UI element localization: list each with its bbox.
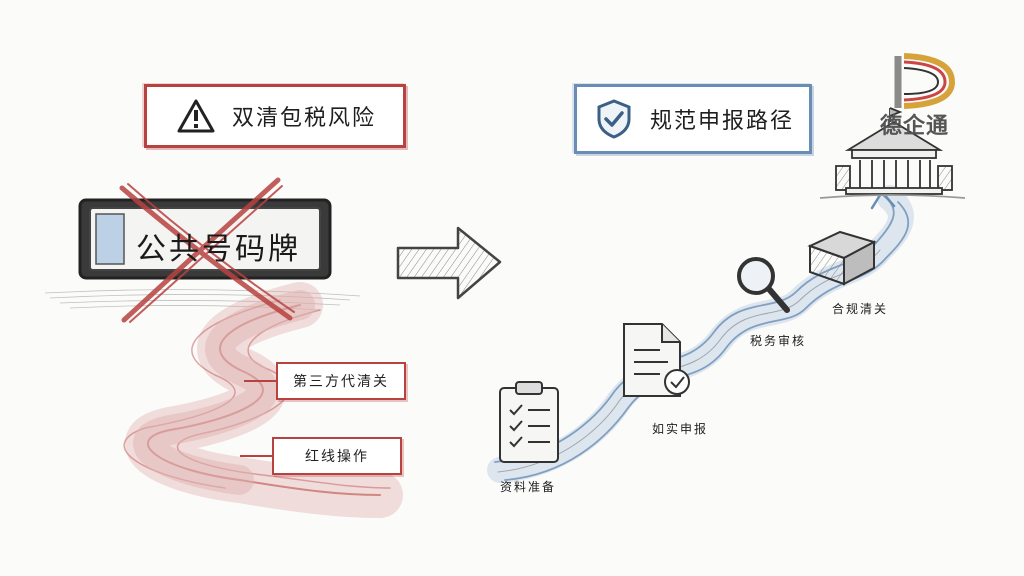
step-label-data-prep: 资料准备 [500, 480, 557, 494]
step-label-tax-review: 税务审核 [750, 334, 807, 348]
brand-logo-text: 德企通 [880, 114, 950, 139]
tag-red-line-operation: 红线操作 [272, 437, 402, 475]
brand-logo-icon [894, 53, 956, 109]
compliance-title: 规范申报路径 [649, 109, 794, 134]
warning-triangle-icon [174, 96, 218, 136]
license-plate [78, 198, 332, 280]
magnifier-icon [737, 257, 790, 313]
clipboard-checklist-icon [499, 381, 559, 463]
step-label-declaration: 如实申报 [652, 422, 709, 436]
shield-check-icon [592, 99, 636, 139]
tag-connectors [240, 380, 276, 457]
cross-out-mark [119, 177, 295, 323]
plate-label: 公共号码牌 [136, 232, 301, 267]
risk-title: 双清包税风险 [231, 106, 376, 131]
package-box-icon [807, 230, 877, 286]
compliance-title-box: 规范申报路径 [574, 84, 812, 154]
risk-title-box: 双清包税风险 [144, 84, 406, 148]
tag-label: 第三方代清关 [293, 374, 389, 390]
document-check-icon [623, 323, 690, 397]
government-building-icon [819, 107, 966, 199]
transition-arrow-icon [396, 226, 502, 300]
tag-label: 红线操作 [305, 449, 369, 465]
red-winding-road [123, 282, 403, 518]
tag-third-party-clearance: 第三方代清关 [276, 362, 406, 400]
step-label-clearance: 合规清关 [832, 302, 889, 316]
